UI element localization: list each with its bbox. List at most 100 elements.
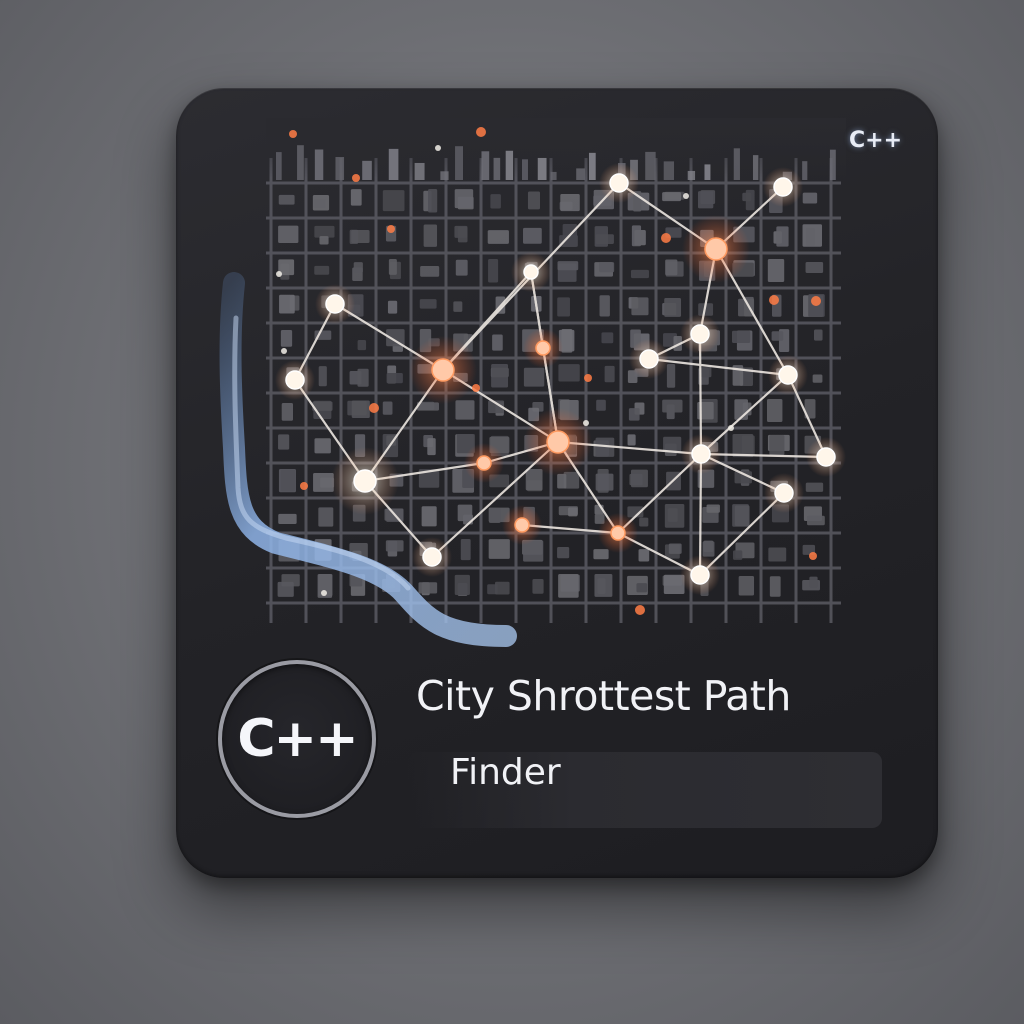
city-block	[767, 259, 785, 283]
graph-node	[610, 525, 626, 541]
city-block	[636, 583, 648, 593]
city-block	[488, 400, 505, 414]
city-block	[419, 299, 437, 309]
skyline-building	[388, 148, 399, 180]
graph-node	[353, 469, 377, 493]
city-block	[279, 294, 295, 314]
city-block	[599, 262, 615, 273]
graph-node	[535, 340, 551, 356]
city-block	[638, 549, 650, 562]
city-block	[809, 576, 818, 588]
city-light	[583, 420, 589, 426]
graph-node	[431, 358, 455, 382]
city-lights	[276, 127, 821, 615]
graph-node	[325, 294, 345, 314]
city-light	[321, 590, 327, 596]
city-block	[312, 401, 333, 411]
graph-edge	[698, 333, 703, 455]
city-block	[278, 225, 299, 244]
city-block	[664, 504, 685, 528]
city-block	[701, 366, 712, 378]
city-light	[289, 130, 297, 138]
skyline-fade	[266, 118, 846, 178]
city-light	[584, 374, 592, 382]
skyline-building	[335, 157, 345, 180]
city-light	[276, 271, 282, 277]
city-block	[769, 576, 781, 597]
city-block	[353, 262, 363, 273]
city-block	[557, 473, 567, 489]
skyline-building	[576, 168, 585, 180]
city-block	[314, 225, 335, 238]
skyline-building	[645, 151, 656, 180]
graph-node	[774, 483, 794, 503]
city-block	[771, 331, 784, 341]
skyline-building	[802, 161, 808, 180]
skyline-building	[663, 161, 675, 180]
city-block	[357, 340, 367, 351]
city-block	[494, 581, 510, 595]
graph-node	[285, 370, 305, 390]
skyline-building	[481, 151, 490, 180]
city-block	[814, 329, 823, 341]
city-block	[313, 473, 334, 492]
city-block	[278, 434, 290, 450]
skyline-building	[588, 152, 596, 180]
city-block	[805, 261, 824, 273]
river-icon	[219, 272, 517, 647]
city-block	[351, 230, 370, 243]
city-light	[281, 348, 287, 354]
skyline-building	[297, 145, 304, 180]
skyline-building	[687, 170, 696, 180]
city-block	[558, 364, 580, 382]
river-highlight	[232, 315, 411, 591]
graph-node	[546, 430, 570, 454]
skyline-building	[276, 152, 282, 180]
graph-node	[704, 237, 728, 261]
city-block	[527, 191, 541, 210]
city-block	[453, 301, 463, 312]
skyline-building	[455, 146, 464, 180]
city-block	[698, 191, 714, 209]
skyline-building	[733, 148, 740, 180]
skyline-building	[414, 162, 425, 180]
city-block	[420, 266, 440, 277]
city-block	[350, 189, 362, 206]
city-block	[488, 507, 501, 523]
city-light	[300, 482, 308, 490]
city-block	[630, 269, 649, 279]
graph-node	[816, 447, 836, 467]
city-block	[627, 506, 644, 518]
graph-node	[691, 444, 711, 464]
app-title-line1: City Shrottest Path	[416, 672, 791, 720]
city-block	[418, 469, 440, 488]
city-block	[599, 295, 610, 317]
cpp-corner-badge: C++	[848, 128, 902, 153]
city-block	[563, 471, 580, 489]
city-block	[382, 401, 393, 415]
city-block	[523, 540, 544, 562]
city-block	[596, 399, 606, 411]
city-block	[523, 367, 545, 387]
skyline-building	[752, 155, 759, 180]
city-block	[628, 408, 640, 421]
city-block	[706, 504, 720, 513]
graph-nodes	[285, 173, 836, 585]
node-glows	[275, 163, 846, 595]
skyline-building	[493, 157, 501, 180]
city-block	[767, 399, 783, 422]
skyline-building	[505, 150, 514, 180]
city-block	[314, 265, 330, 275]
graph-node	[476, 455, 492, 471]
city-block	[319, 236, 329, 245]
city-block	[668, 543, 682, 554]
city-block	[663, 574, 685, 594]
skyline-building	[440, 171, 449, 180]
city-block	[804, 399, 816, 419]
city-block	[532, 578, 544, 594]
city-block	[488, 259, 499, 283]
app-icon-card: C++ C++ City Shrottest Path Finder	[176, 88, 938, 878]
app-title-line2: Finder	[450, 752, 561, 793]
city-block	[454, 574, 470, 596]
skyline-building	[537, 157, 547, 180]
